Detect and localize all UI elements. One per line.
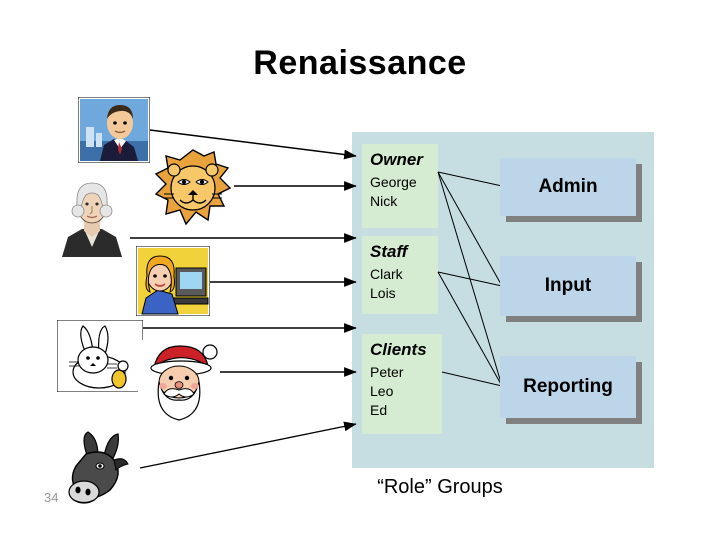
role-group-owner-member: George [370, 174, 417, 190]
role-group-owner[interactable]: Owner George Nick [362, 144, 438, 228]
diagram-caption: “Role” Groups [377, 476, 503, 498]
role-group-clients-member: Leo [370, 383, 394, 399]
role-group-clients-member: Peter [370, 364, 404, 380]
clipart-woman-at-computer [136, 246, 210, 316]
clipart-rabbit-with-egg [57, 320, 143, 392]
permission-admin[interactable]: Admin [500, 158, 636, 216]
slide-number: 34 [44, 490, 59, 505]
permission-admin-label: Admin [538, 176, 598, 197]
page-title: Renaissance [253, 44, 467, 82]
permission-reporting-label: Reporting [523, 376, 613, 397]
permission-input[interactable]: Input [500, 256, 636, 316]
clipart-santa-claus-head [138, 340, 220, 424]
clipart-man-in-suit-portrait [78, 97, 150, 163]
permission-input-label: Input [544, 275, 592, 296]
role-group-owner-title: Owner [370, 150, 423, 169]
clipart-george-washington-portrait [54, 177, 130, 257]
clipart-lion-head [152, 148, 234, 232]
permission-reporting[interactable]: Reporting [500, 356, 636, 418]
role-group-staff[interactable]: Staff Clark Lois [362, 236, 438, 314]
role-group-owner-member: Nick [370, 193, 398, 209]
role-group-staff-member: Lois [370, 285, 396, 301]
role-group-clients[interactable]: Clients Peter Leo Ed [362, 334, 442, 434]
role-group-staff-title: Staff [370, 242, 408, 261]
clipart-donkey-head [58, 430, 140, 508]
role-group-staff-member: Clark [370, 266, 403, 282]
role-group-clients-title: Clients [370, 340, 427, 359]
role-group-clients-member: Ed [370, 402, 388, 418]
